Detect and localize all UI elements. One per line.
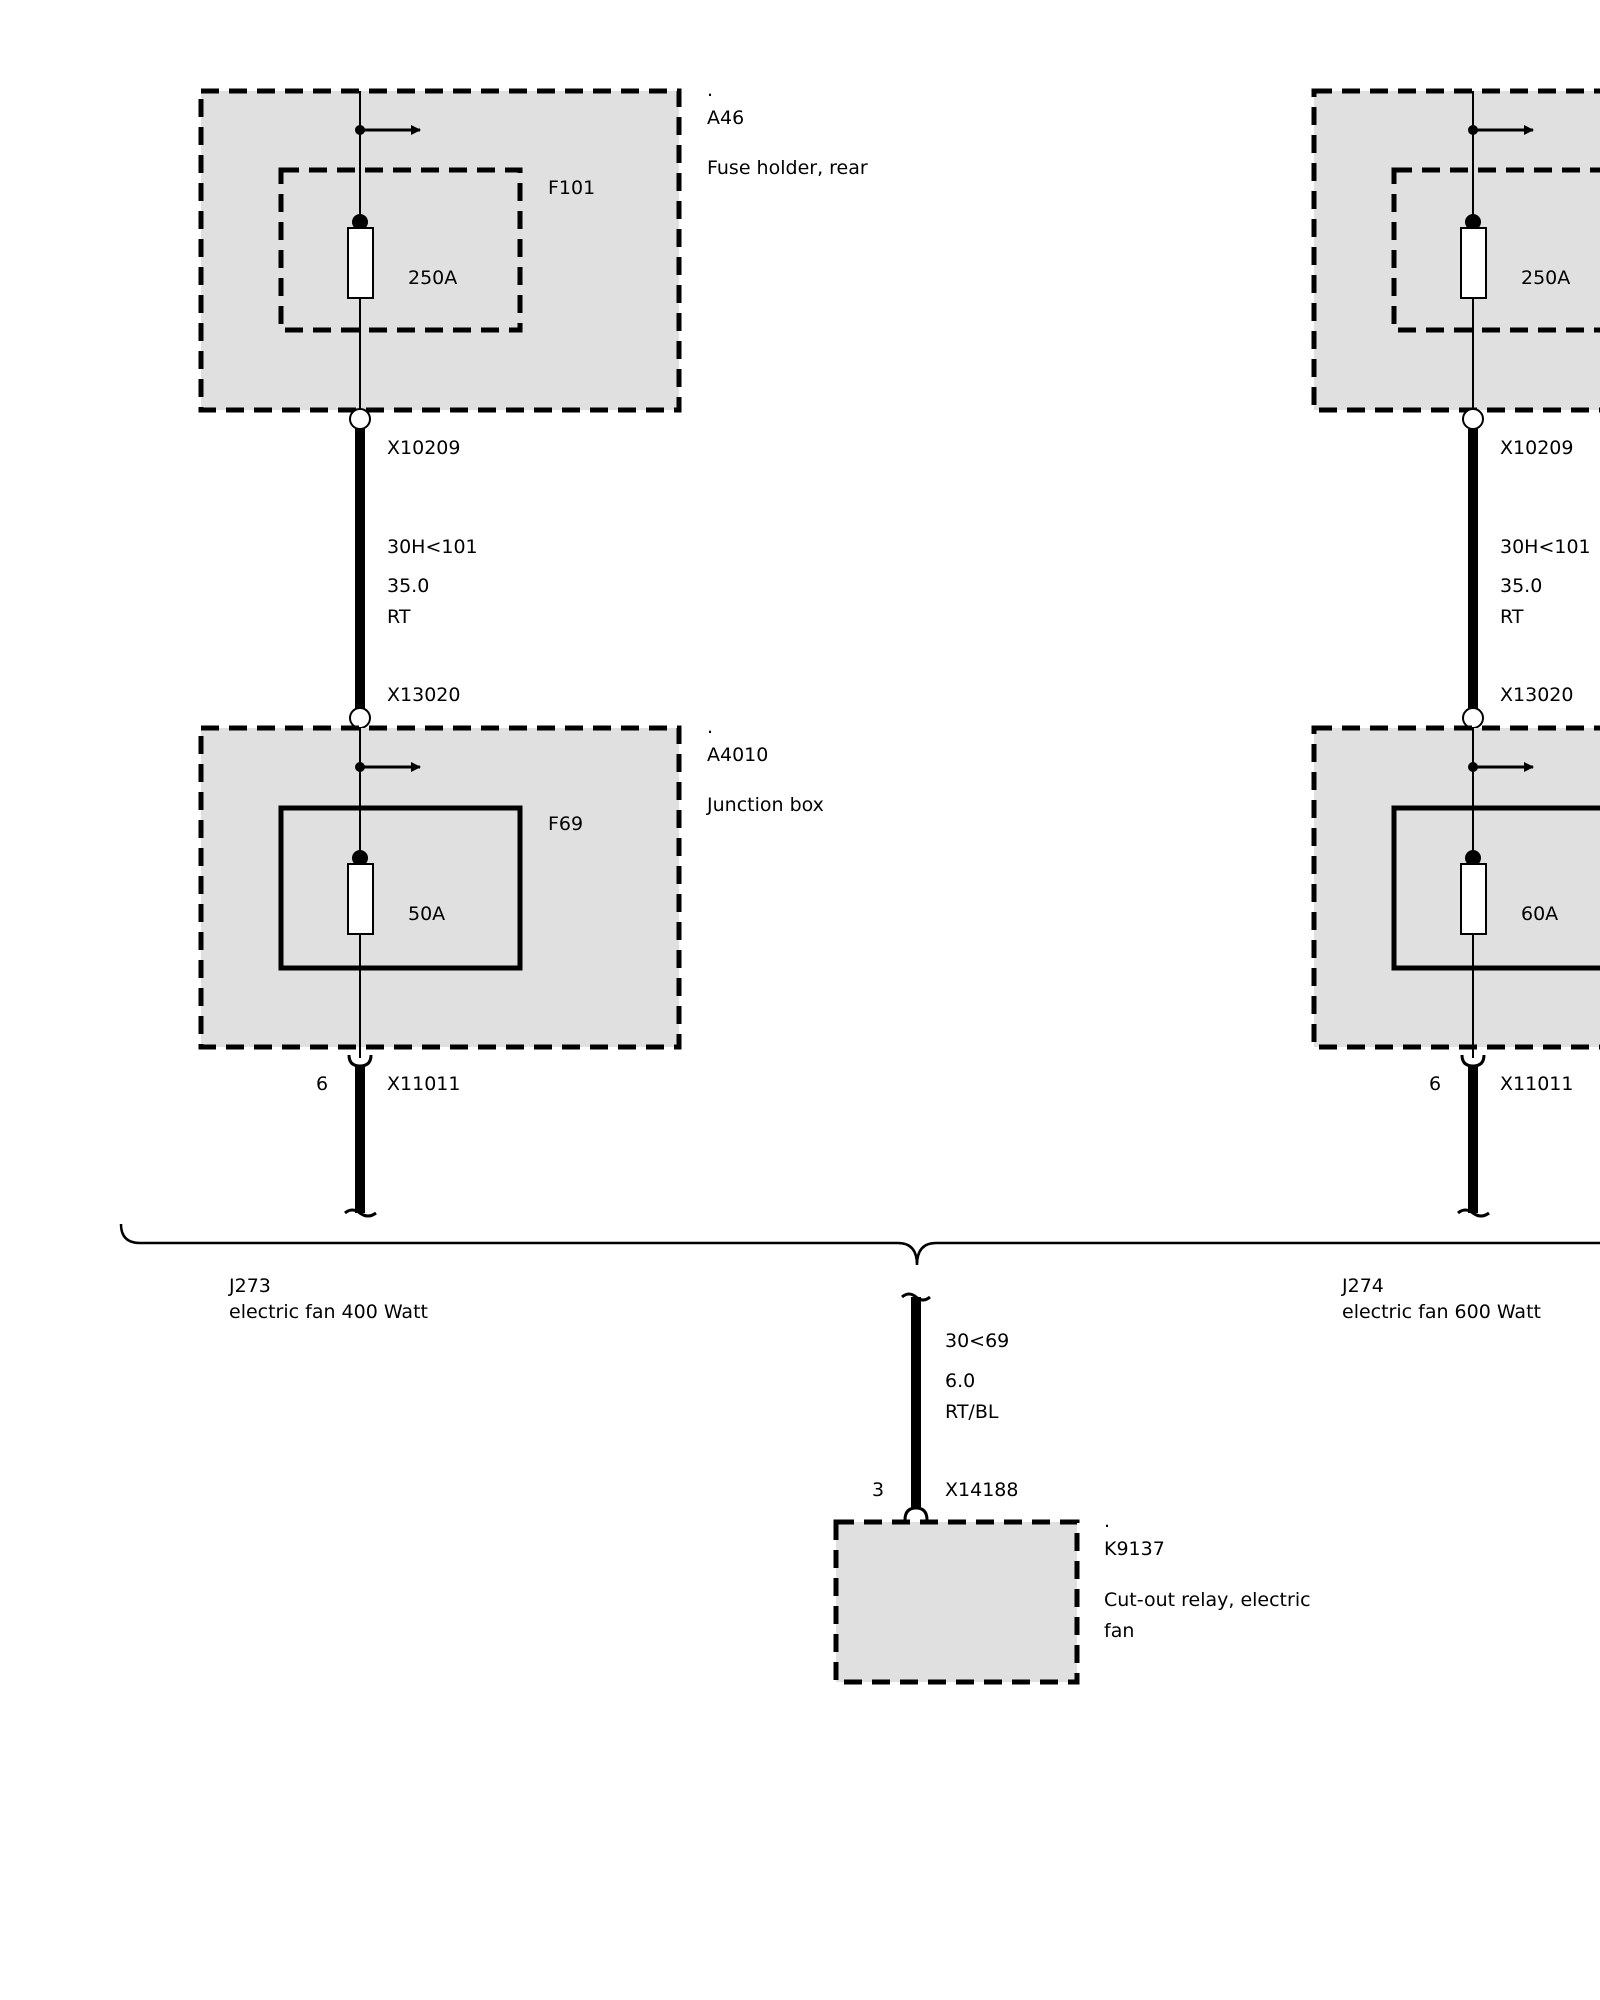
left-circuit — [198, 88, 682, 1218]
variant-brace — [119, 1223, 1600, 1266]
relay-circuit — [833, 1292, 1080, 1685]
fuse-rating: 250A — [408, 267, 457, 289]
fuse-terminal-dot — [352, 214, 368, 230]
connector-label-x13020: X13020 — [1500, 684, 1573, 706]
fuse-rating: 50A — [408, 903, 445, 925]
fuse-rating: 60A — [1521, 903, 1558, 925]
fuse-id-f69: F69 — [548, 813, 583, 835]
connector-label-x13020: X13020 — [387, 684, 460, 706]
fuse-f101-symbol — [347, 227, 374, 299]
pin-number: 6 — [316, 1073, 328, 1095]
fuse-box — [1391, 805, 1600, 971]
cable-cross-section: 35.0 — [1500, 575, 1542, 597]
fuse-symbol — [1460, 227, 1487, 299]
connector-label-x10209: X10209 — [387, 437, 460, 459]
connector-x13020-pin — [1462, 707, 1484, 729]
connector-label-x14188: X14188 — [945, 1479, 1018, 1501]
connector-label-x11011: X11011 — [1500, 1073, 1573, 1095]
cable-cross-section: 35.0 — [387, 575, 429, 597]
relay-k9137-box — [833, 1519, 1080, 1685]
connector-x13020-pin — [349, 707, 371, 729]
connector-label-x10209: X10209 — [1500, 437, 1573, 459]
fuse-id-f101: F101 — [548, 177, 595, 199]
connector-label-x11011: X11011 — [387, 1073, 460, 1095]
fuse-f101-box — [278, 167, 523, 333]
cable-color: RT — [1500, 606, 1524, 628]
fuse-symbol — [1460, 863, 1487, 935]
cable-end-tilde — [1457, 1208, 1490, 1218]
fuse-terminal-dot — [1465, 214, 1481, 230]
module-id-k9137: K9137 — [1104, 1538, 1165, 1560]
connector-x10209-pin — [1462, 408, 1484, 430]
cable-color: RT/BL — [945, 1401, 999, 1423]
variant-desc-j273: electric fan 400 Watt — [229, 1301, 428, 1323]
fuse-f69-box — [278, 805, 523, 971]
fuse-f69-symbol — [347, 863, 374, 935]
module-desc-a4010: Junction box — [706, 794, 824, 816]
fuse-f101-box — [1391, 167, 1600, 333]
module-dot: . — [707, 716, 713, 738]
right-circuit — [1311, 88, 1600, 1218]
variant-desc-j274: electric fan 600 Watt — [1342, 1301, 1541, 1323]
cable-color: RT — [387, 606, 411, 628]
connector-x14188-socket — [903, 1506, 929, 1521]
module-id-a46: A46 — [707, 107, 744, 129]
fuse-terminal-dot — [352, 850, 368, 866]
fuse-rating: 250A — [1521, 267, 1570, 289]
pin-number: 3 — [872, 1479, 884, 1501]
variant-id-j273: J273 — [228, 1275, 271, 1297]
module-desc-a46: Fuse holder, rear — [707, 157, 868, 179]
module-desc-k9137-cont: fan — [1104, 1620, 1134, 1642]
module-dot: . — [1104, 1510, 1110, 1532]
module-id-a4010: A4010 — [707, 744, 768, 766]
variant-id-j274: J274 — [1341, 1275, 1384, 1297]
cable-cross-section: 6.0 — [945, 1370, 975, 1392]
fuse-terminal-dot — [1465, 850, 1481, 866]
cable-circuit: 30<69 — [945, 1330, 1009, 1352]
connector-x10209-pin — [349, 408, 371, 430]
fuse-holder-a46-box — [198, 88, 682, 413]
junction-box-a4010-box — [198, 725, 682, 1050]
fuse-holder-a46-box — [1311, 88, 1600, 413]
pin-number: 6 — [1429, 1073, 1441, 1095]
cable-circuit: 30H<101 — [387, 536, 478, 558]
module-dot: . — [707, 79, 713, 101]
cable-circuit: 30H<101 — [1500, 536, 1591, 558]
module-desc-k9137: Cut-out relay, electric — [1104, 1589, 1311, 1611]
junction-box-a4010-box — [1311, 725, 1600, 1050]
cable-end-tilde — [344, 1208, 377, 1218]
